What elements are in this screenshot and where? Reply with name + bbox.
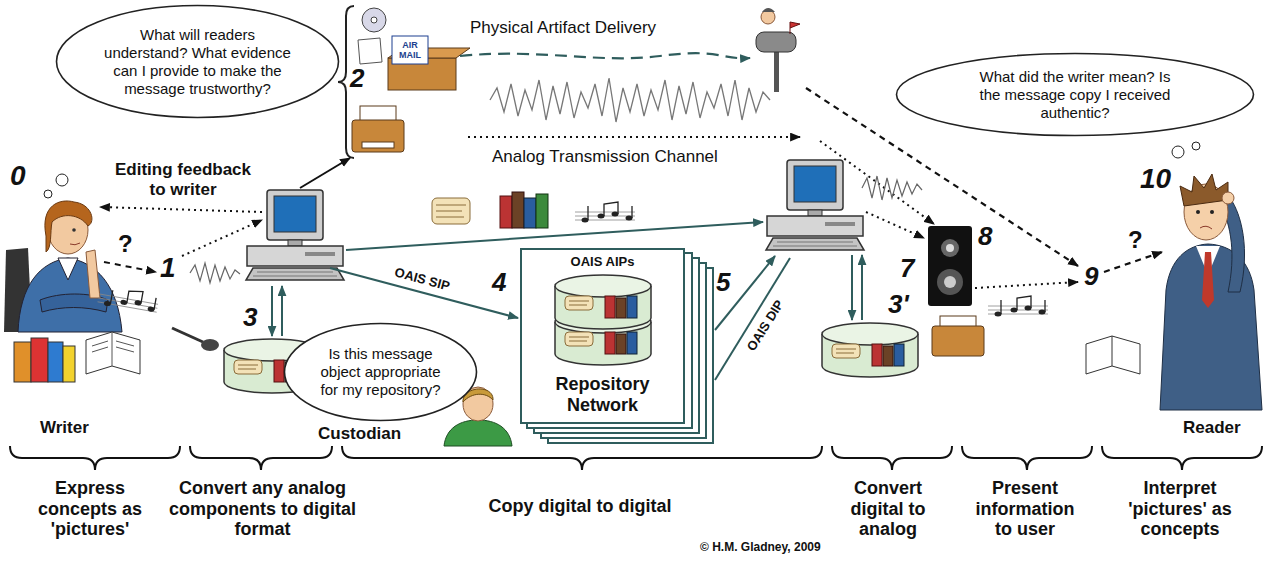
reader-figure — [1160, 142, 1262, 410]
bubble-text: What did the writer mean? Is the message… — [975, 68, 1175, 122]
question-mark: ? — [118, 230, 133, 258]
stage-label: Interpret 'pictures' as concepts — [1125, 478, 1235, 540]
callout-number: 4 — [492, 268, 506, 298]
bubble-text: What will readers understand? What evide… — [100, 26, 295, 98]
reader-side — [852, 176, 1162, 374]
copyright-note: © H.M. Gladney, 2009 — [700, 541, 821, 555]
repository-title: Repository Network — [528, 374, 678, 415]
stage-label: Present information to user — [969, 478, 1081, 540]
writer-books — [14, 284, 219, 382]
callout-number: 3 — [243, 303, 257, 333]
callout-number: 2 — [350, 64, 364, 94]
archive-disks — [541, 274, 665, 368]
mailbox — [756, 8, 800, 92]
callout-number: 9 — [1084, 262, 1098, 292]
thought-bubble: What will readers understand? What evide… — [55, 4, 340, 119]
envelope-label: AIR MAIL — [396, 40, 424, 61]
callout-number: 1 — [160, 252, 176, 284]
role-label: Writer — [40, 418, 89, 438]
stage-label: Convert digital to analog — [833, 478, 943, 540]
package-label: OAIS DIP — [743, 296, 788, 356]
thought-bubble: What did the writer mean? Is the message… — [895, 52, 1255, 137]
role-label: Custodian — [318, 424, 401, 444]
callout-number: 0 — [10, 160, 26, 192]
package-label: OAIS SIP — [391, 265, 453, 295]
writer-figure — [4, 174, 122, 332]
callout-number: 7 — [900, 254, 914, 284]
computer — [246, 190, 344, 280]
callout-number: 5 — [716, 268, 730, 298]
bubble-text: Is this message object appropriate for m… — [313, 345, 448, 399]
thought-bubble: Is this message object appropriate for m… — [283, 322, 478, 422]
callout-number: 10 — [1140, 163, 1171, 195]
stage-label: Express concepts as 'pictures' — [20, 478, 160, 540]
question-mark: ? — [1128, 226, 1143, 254]
archive-label: OAIS AIPs — [528, 255, 678, 270]
computer — [766, 160, 864, 250]
bubble-text: What did the writer mean? Is the message… — [975, 68, 1175, 122]
stage-brackets — [10, 446, 1262, 470]
callout-number: 3' — [888, 290, 909, 320]
bubble-text: What will readers understand? What evide… — [100, 26, 295, 98]
channel-label: Physical Artifact Delivery — [470, 18, 656, 38]
bubble-text: Is this message object appropriate for m… — [313, 345, 448, 399]
role-label: Reader — [1183, 418, 1241, 438]
callout-number: 8 — [978, 222, 992, 252]
stage-label: Convert any analog components to digital… — [165, 478, 360, 540]
repository-box: OAIS AIPsRepository Network — [520, 248, 685, 424]
feedback-label: Editing feedback to writer — [108, 160, 258, 199]
channel-label: Analog Transmission Channel — [492, 147, 718, 167]
stage-label: Copy digital to digital — [430, 496, 730, 517]
artifacts — [338, 6, 470, 158]
writer-links — [100, 158, 350, 336]
storage-disk — [822, 323, 918, 377]
